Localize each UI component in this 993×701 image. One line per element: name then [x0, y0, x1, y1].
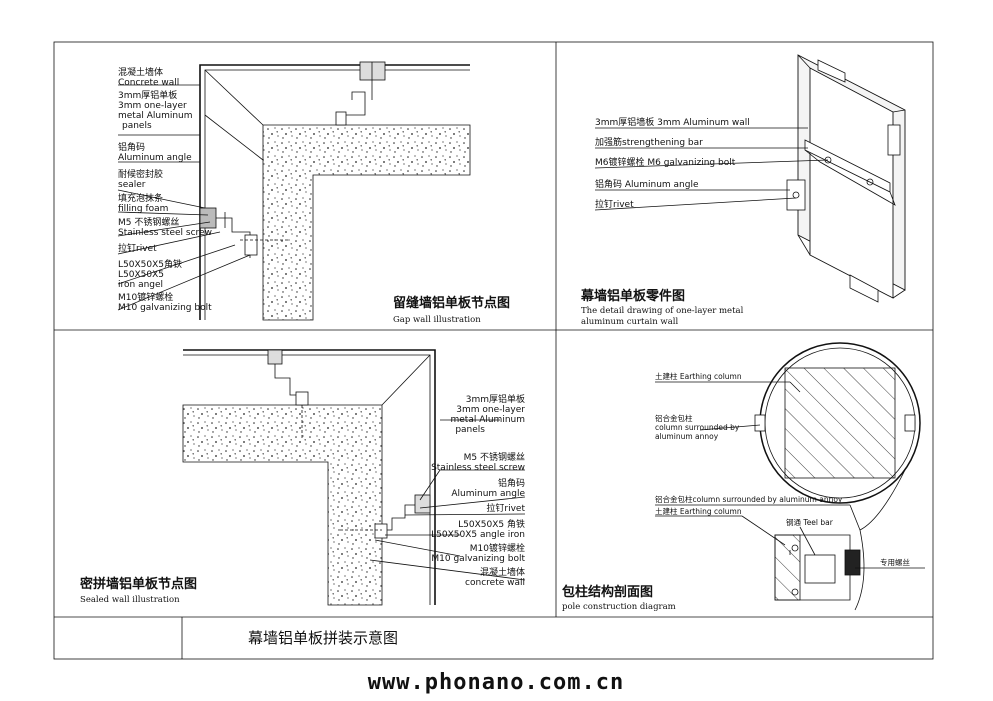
label-rivet: 拉钉rivet	[595, 198, 634, 210]
sealed-wall-subtitle: Sealed wall illustration	[80, 595, 180, 605]
sealed-wall-drawing	[182, 349, 526, 606]
label-special-screw: 专用螺丝	[880, 557, 910, 567]
sheet-frame	[53, 41, 934, 660]
website-url: www.phonano.com.cn	[368, 670, 624, 695]
parts-title: 幕墙铝单板零件图	[580, 288, 685, 304]
panel-parts-labels: 3mm厚铝墙板 3mm Aluminum wall 加强筋strengtheni…	[580, 116, 750, 327]
gap-wall-drawing	[199, 61, 471, 321]
parts-subtitle-2: aluminum curtain wall	[581, 317, 678, 327]
gap-wall-leaders	[117, 84, 264, 311]
label-aluminum-angle: 铝角码 Aluminum angle	[595, 178, 699, 190]
sheet-caption: 幕墙铝单板拼装示意图	[248, 629, 398, 647]
sealed-wall-title: 密拼墙铝单板节点图	[79, 576, 197, 592]
label-aluminum-column-full: 铝合金包柱column surrounded by aluminum annoy	[655, 494, 843, 504]
pole-subtitle: pole construction diagram	[562, 602, 676, 612]
label-rivet: 拉钉rivet	[486, 502, 525, 514]
label-steel-bar: 钢通 Teel bar	[786, 517, 834, 527]
label-earthing-column-2: 土建柱 Earthing column	[655, 506, 742, 516]
parts-subtitle-1: The detail drawing of one-layer metal	[581, 306, 744, 316]
panel-parts-drawing	[594, 54, 906, 303]
label-strengthening-bar: 加强筋strengthening bar	[595, 136, 703, 148]
label-m6-bolt: M6镀锌螺栓 M6 galvanizing bolt	[595, 156, 736, 168]
label-rivet: 拉钉rivet	[118, 242, 157, 254]
pole-title: 包柱结构剖面图	[562, 584, 653, 600]
gap-wall-title: 留缝墙铝单板节点图	[393, 295, 510, 311]
pole-section-drawing	[655, 342, 925, 611]
label-aluminum-wall: 3mm厚铝墙板 3mm Aluminum wall	[595, 116, 750, 128]
gap-wall-subtitle: Gap wall illustration	[393, 315, 481, 325]
label-earthing-column: 土建柱 Earthing column	[655, 371, 742, 381]
